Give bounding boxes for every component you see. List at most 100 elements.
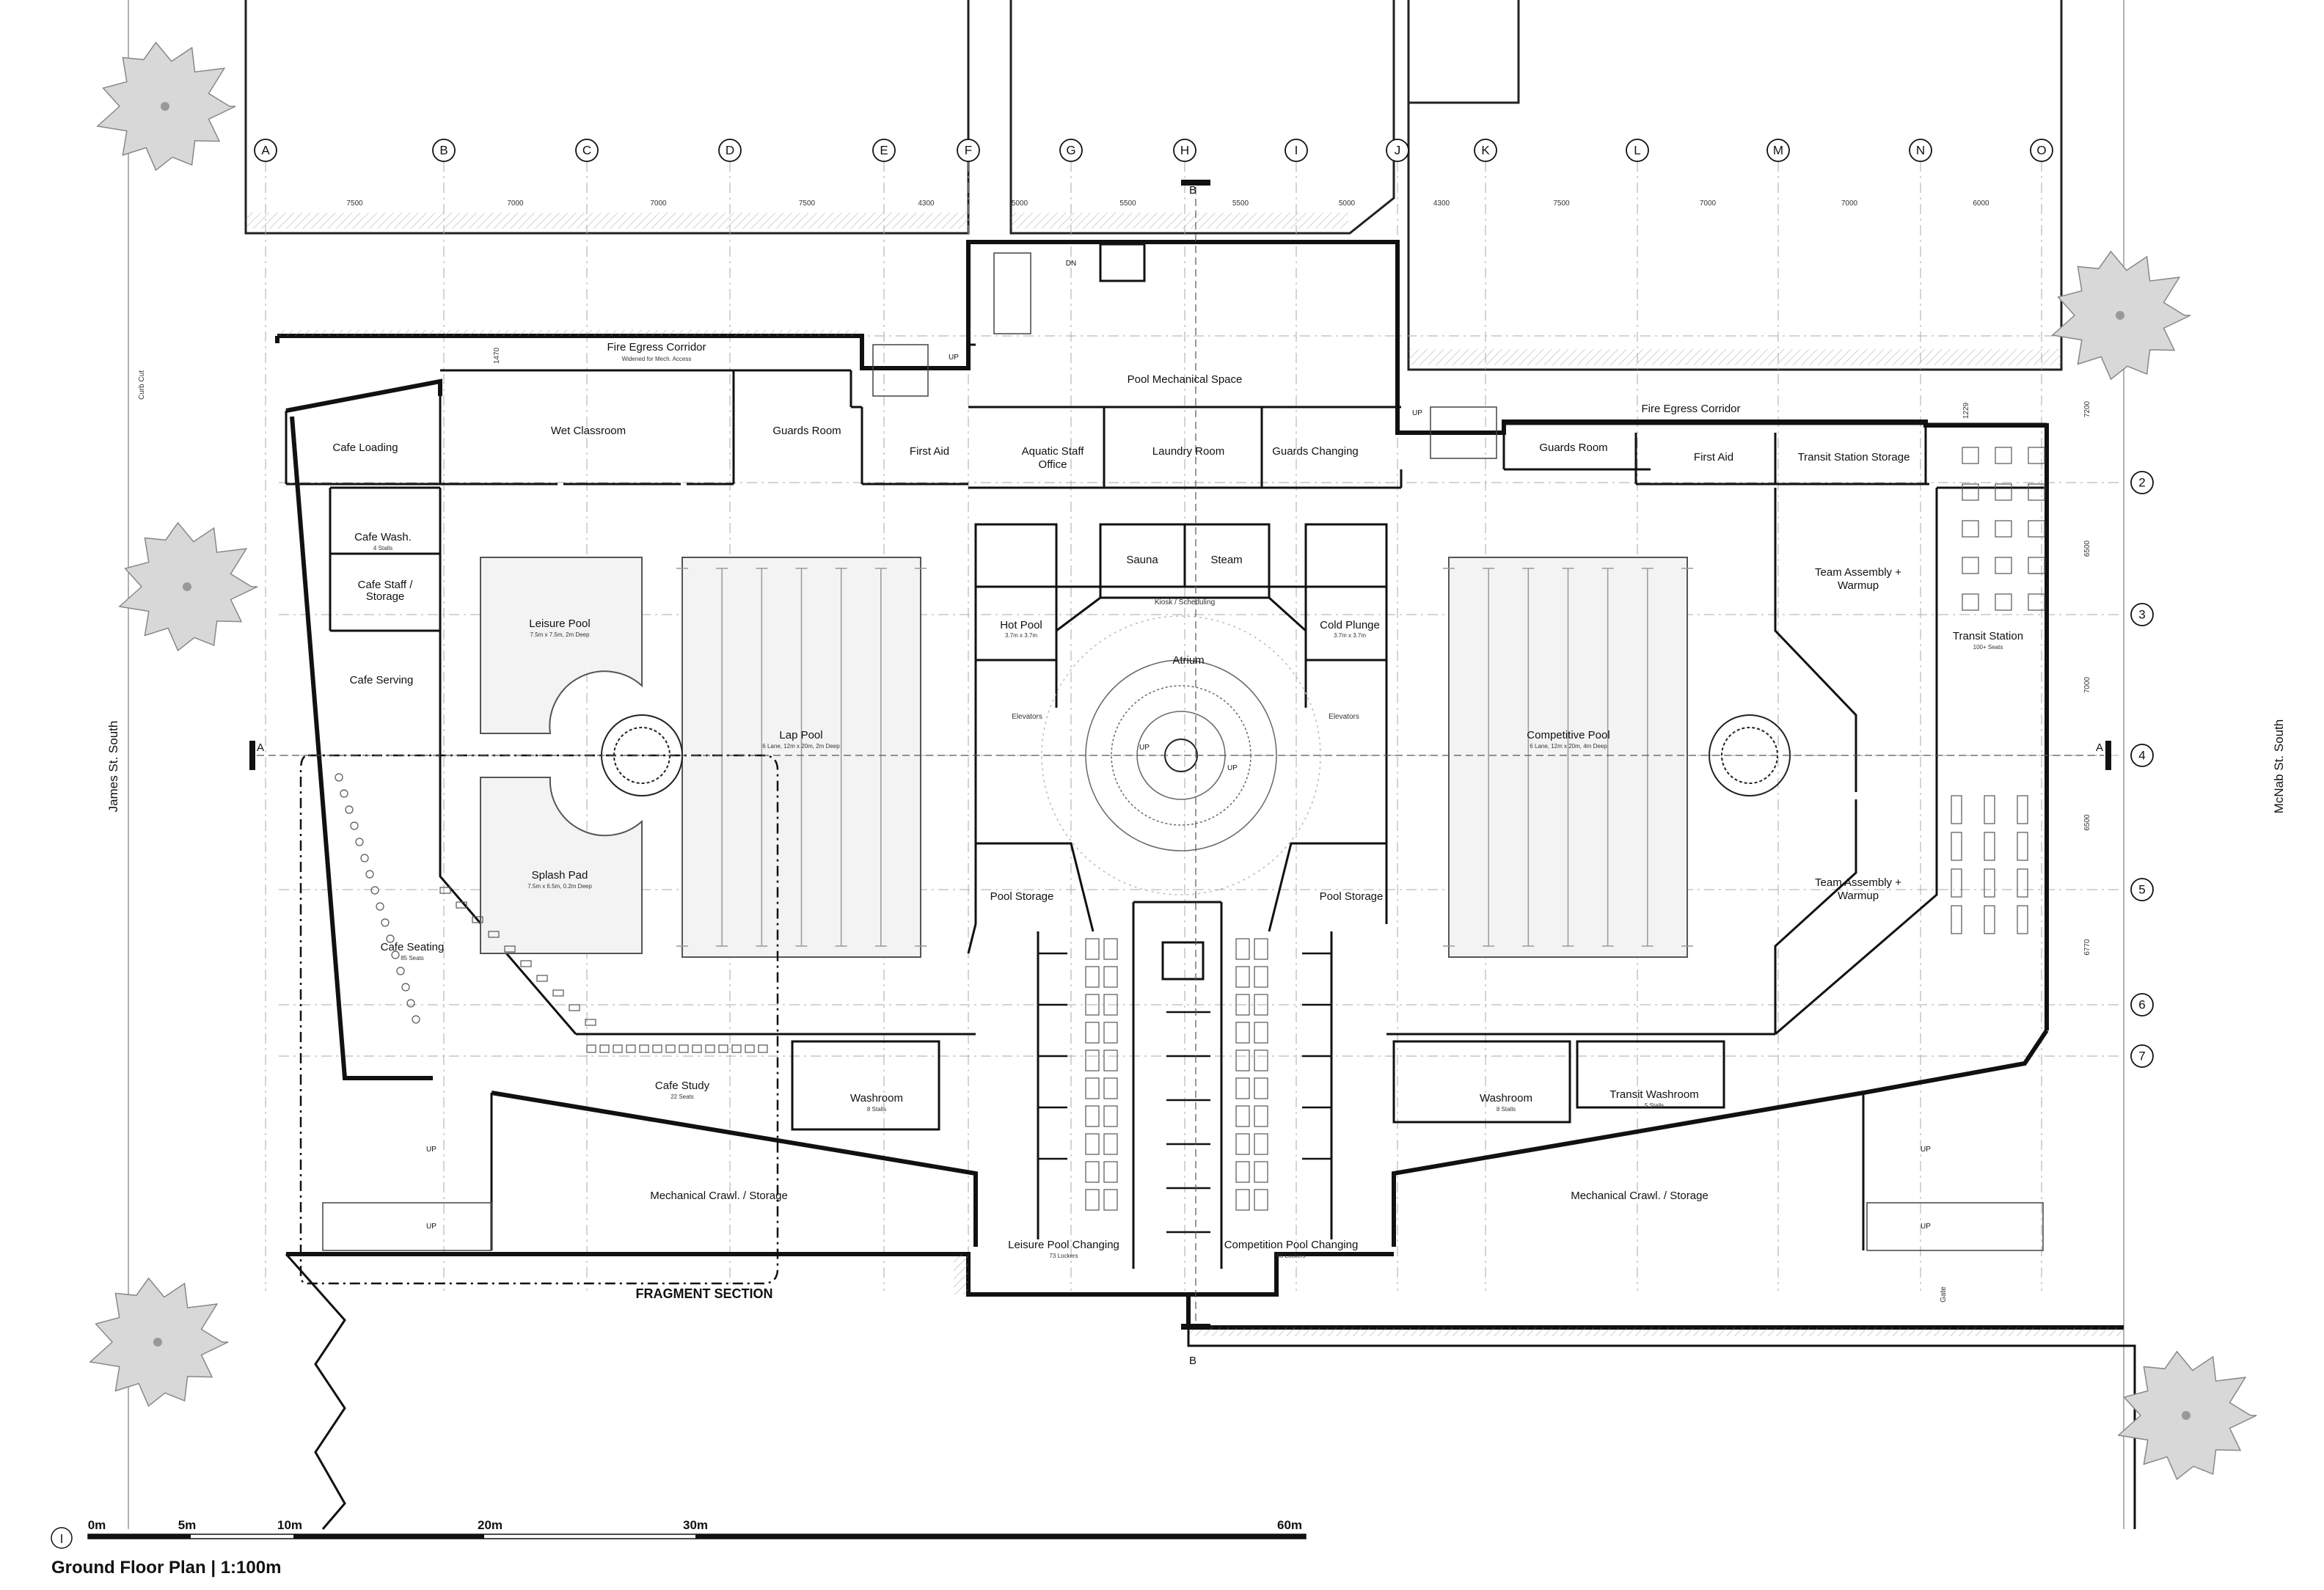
locker <box>1254 1077 1268 1099</box>
cafe-study-sub: 22 Seats <box>670 1093 694 1100</box>
locker <box>1085 1049 1100 1071</box>
team-assembly-2-label: Team Assembly + <box>1815 876 1901 889</box>
drawing-title: Ground Floor Plan | 1:100m <box>51 1558 281 1578</box>
locker <box>1103 1189 1118 1211</box>
grid-col-label: N <box>1916 144 1925 158</box>
study-seat <box>679 1044 689 1053</box>
cafe-wash-sub: 4 Stalls <box>373 545 392 552</box>
grid-bubble-row-7: 7 <box>2130 1044 2154 1068</box>
interior-walls <box>285 243 2047 1269</box>
transit-seat-table <box>1962 593 1979 611</box>
column-dimension: 4300 <box>1433 199 1450 208</box>
scale-5m: 5m <box>178 1518 197 1532</box>
cafe-seat <box>396 967 405 975</box>
lap-pool-sub: 6 Lane, 12m x 20m, 2m Deep <box>762 743 840 750</box>
cafe-study-label: Cafe Study <box>655 1080 710 1092</box>
street-edges <box>128 0 2124 1529</box>
stair-up-label-1: UP <box>949 353 959 362</box>
study-seat <box>665 1044 676 1053</box>
cold-plunge-label: Cold Plunge <box>1320 619 1380 631</box>
scale-bar: 0m 5m 10m 20m 30m 60m <box>51 1518 1307 1549</box>
trees <box>89 41 2257 1481</box>
transit-bench <box>1984 868 1995 898</box>
transit-bench <box>1951 832 1962 861</box>
cafe-table <box>488 931 500 938</box>
pool-storage-east-label: Pool Storage <box>1320 890 1384 903</box>
cafe-table <box>585 1019 596 1026</box>
grid-row-label: 5 <box>2138 883 2145 897</box>
transit-seat-table <box>2028 520 2045 538</box>
gate-label: Gate <box>1940 1286 1948 1303</box>
locker <box>1235 1022 1250 1044</box>
adjacent-building-hatching <box>246 213 2061 365</box>
column-dimension: 7500 <box>346 199 363 208</box>
adjacent-buildings <box>244 0 2063 371</box>
grid-bubble-row-5: 5 <box>2130 878 2154 901</box>
cafe-table <box>520 960 532 967</box>
transit-seat-table <box>1962 447 1979 464</box>
locker <box>1254 1133 1268 1155</box>
locker <box>1103 994 1118 1016</box>
competition-changing-label: Competition Pool Changing <box>1224 1239 1359 1251</box>
stair-up-label-8: UP <box>1921 1223 1931 1231</box>
cold-plunge-sub: 3.7m x 3.7m <box>1334 632 1366 639</box>
pool-lanes <box>676 568 1693 947</box>
competitive-pool-label: Competitive Pool <box>1527 729 1609 741</box>
transit-washroom-label: Transit Washroom <box>1609 1088 1698 1101</box>
scale-20m: 20m <box>478 1518 503 1532</box>
transit-bench <box>1984 795 1995 824</box>
mech-crawl-east-label: Mechanical Crawl. / Storage <box>1571 1190 1709 1202</box>
kiosk-label: Kiosk / Scheduling <box>1155 598 1215 607</box>
grid-col-label: J <box>1395 144 1401 158</box>
atrium-label: Atrium <box>1172 654 1204 667</box>
locker <box>1235 966 1250 988</box>
column-dimension: 7500 <box>799 199 816 208</box>
transit-bench <box>1951 868 1962 898</box>
guards-room-east-label: Guards Room <box>1539 442 1607 454</box>
column-dimension: 5000 <box>1012 199 1028 208</box>
scale-0m: 0m <box>88 1518 106 1532</box>
cafe-seat <box>335 773 343 782</box>
building-outline-hatching <box>277 330 2124 1336</box>
study-seat <box>718 1044 728 1053</box>
first-aid-west-label: First Aid <box>910 445 949 458</box>
study-seat <box>692 1044 702 1053</box>
splash-pad-basin <box>480 777 643 954</box>
locker <box>1103 938 1118 960</box>
grid-bubble-o: O <box>2030 139 2053 162</box>
column-dimension: 6000 <box>1973 199 1989 208</box>
washroom-east-sub: 8 Stalls <box>1497 1106 1516 1113</box>
room-labels: Fire Egress Corridor Widened for Mech. A… <box>332 341 2023 1259</box>
locker <box>1254 1189 1268 1211</box>
grid-col-label: F <box>965 144 972 158</box>
washroom-west-sub: 8 Stalls <box>867 1106 886 1113</box>
grid-bubble-e: E <box>872 139 896 162</box>
street-west-label: James St. South <box>106 721 120 813</box>
transit-seat-table <box>1995 520 2012 538</box>
street-east-label: McNab St. South <box>2272 719 2286 814</box>
washroom-east-label: Washroom <box>1480 1092 1532 1104</box>
section-a-east: A <box>2096 741 2103 754</box>
transit-seat-table <box>2028 483 2045 501</box>
locker <box>1235 1105 1250 1127</box>
team-assembly-1-label: Team Assembly + <box>1815 566 1901 579</box>
locker <box>1254 966 1268 988</box>
leisure-pool-label: Leisure Pool <box>529 618 590 630</box>
locker <box>1235 1077 1250 1099</box>
study-seat <box>705 1044 715 1053</box>
leisure-pool-sub: 7.5m x 7.5m, 2m Deep <box>530 631 590 638</box>
study-seat <box>652 1044 662 1053</box>
locker <box>1085 1189 1100 1211</box>
guards-changing-label: Guards Changing <box>1272 445 1359 458</box>
grid-col-label: I <box>1295 144 1298 158</box>
locker <box>1254 994 1268 1016</box>
tree-trunk <box>183 582 191 591</box>
cafe-serving-label: Cafe Serving <box>350 674 414 686</box>
seating <box>335 447 2045 1211</box>
section-b-south: B <box>1189 1355 1196 1367</box>
transit-storage-label: Transit Station Storage <box>1798 451 1910 464</box>
stair-dn-label: DN <box>1066 260 1076 268</box>
locker <box>1103 1133 1118 1155</box>
locker <box>1085 1077 1100 1099</box>
sauna-label: Sauna <box>1126 554 1158 566</box>
